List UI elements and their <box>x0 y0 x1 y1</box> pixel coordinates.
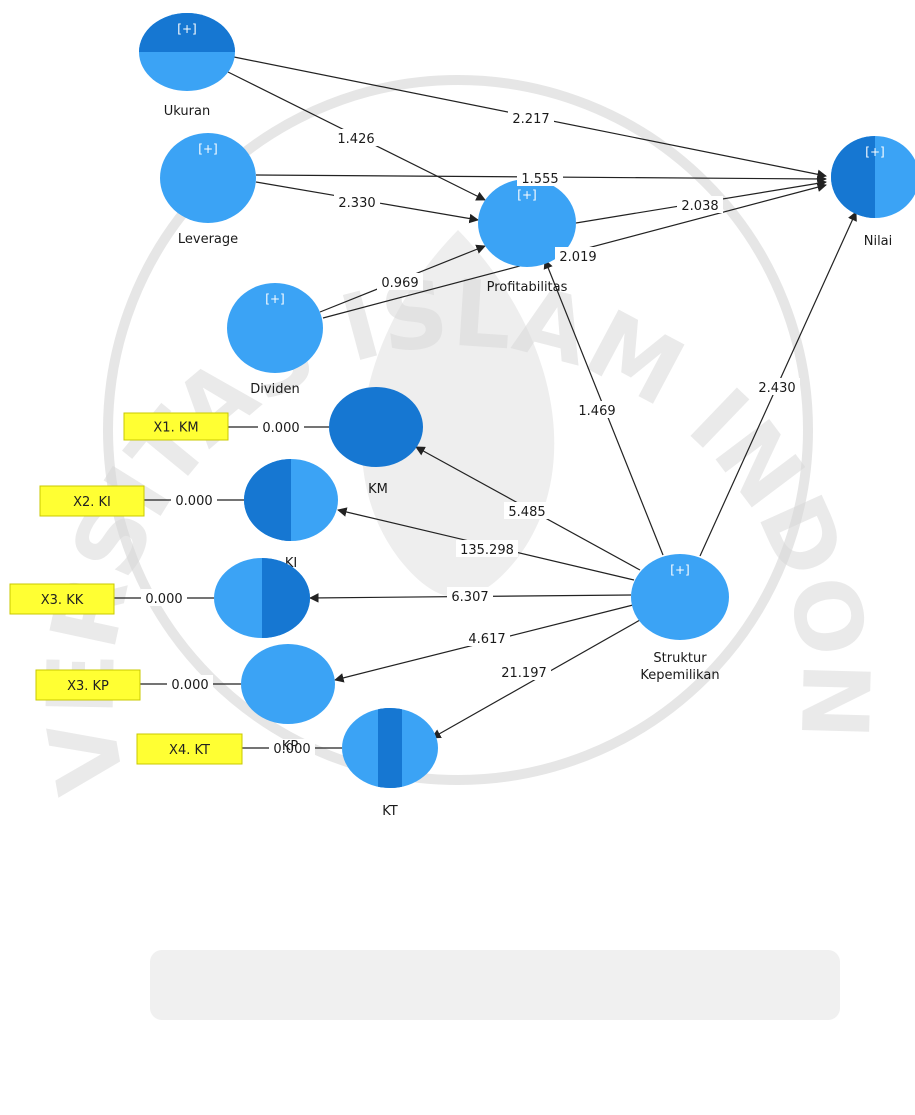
indicator-box-x3k[interactable] <box>9 583 115 615</box>
indicator-box-x1[interactable] <box>123 412 229 441</box>
construct-leverage[interactable]: [+] Leverage <box>160 133 256 247</box>
construct-nilai[interactable]: [+] Nilai <box>831 136 915 249</box>
path-value-bg <box>555 247 601 264</box>
construct-ukuran[interactable]: [+] Ukuran <box>139 13 235 119</box>
construct-shade-ki <box>244 459 291 541</box>
path-value-bg <box>504 502 550 519</box>
watermark-calligraphy <box>150 950 840 1020</box>
construct-label-km: KM <box>368 482 388 497</box>
loading-value-x2: 0.000 <box>175 494 212 509</box>
indicator-label-x3p: X3. KP <box>67 679 109 694</box>
path-value-profitabilitas-nilai: 2.038 <box>681 199 718 214</box>
path-value-struktur-kp: 4.617 <box>468 632 505 647</box>
construct-shade-kk <box>262 558 310 638</box>
path-value-leverage-profitabilitas: 2.330 <box>338 196 375 211</box>
construct-label-profitabilitas: Profitabilitas <box>487 280 568 295</box>
path-value-struktur-km: 5.485 <box>508 505 545 520</box>
construct-label-kt: KT <box>382 804 398 819</box>
path-value-bg <box>447 587 493 604</box>
construct-ki[interactable]: KI <box>244 459 338 571</box>
construct-circle-leverage[interactable] <box>160 133 256 223</box>
path-value-struktur-ki: 135.298 <box>460 543 514 558</box>
construct-kp[interactable]: KP <box>241 644 335 754</box>
construct-label-nilai: Nilai <box>864 234 893 249</box>
indicator-label-x3k: X3. KK <box>41 593 84 608</box>
path-value-struktur-kt: 21.197 <box>501 666 547 681</box>
indicator-label-x2: X2. KI <box>73 495 111 510</box>
path-value-bg <box>508 109 554 126</box>
loading-value-x3p: 0.000 <box>171 678 208 693</box>
path-value-struktur-kk: 6.307 <box>451 590 488 605</box>
loading-value-x3k: 0.000 <box>145 592 182 607</box>
path-value-bg <box>574 401 620 418</box>
node-layer: [+] Ukuran [+] Leverage [+] Dividen [+] Profita… <box>139 13 915 819</box>
path-value-bg <box>517 169 563 186</box>
path-value-bg <box>497 663 551 680</box>
loading-value-x1: 0.000 <box>262 421 299 436</box>
path-value-leverage-nilai: 1.555 <box>521 172 558 187</box>
construct-label-struktur: Kepemilikan <box>640 668 719 683</box>
path-value-dividen-nilai: 2.019 <box>559 250 596 265</box>
expand-icon[interactable]: [+] <box>517 188 536 202</box>
construct-circle-profitabilitas[interactable] <box>478 179 576 267</box>
indicator-label-x1: X1. KM <box>153 421 198 436</box>
path-value-struktur-profitabilitas: 1.469 <box>578 404 615 419</box>
construct-circle-km[interactable] <box>329 387 423 467</box>
path-value-bg <box>464 629 510 646</box>
construct-label-dividen: Dividen <box>250 382 299 397</box>
loading-value-bg <box>269 739 315 756</box>
construct-shade-kt <box>378 708 402 788</box>
loading-value-bg <box>167 675 213 692</box>
construct-dividen[interactable]: [+] Dividen <box>227 283 323 397</box>
watermark-ring <box>103 75 813 785</box>
path-value-struktur-nilai: 2.430 <box>758 381 795 396</box>
path-value-bg <box>677 196 723 213</box>
construct-circle-kp[interactable] <box>241 644 335 724</box>
expand-icon[interactable]: [+] <box>265 292 284 306</box>
construct-circle-struktur[interactable] <box>631 554 729 640</box>
indicator-box-x4[interactable] <box>136 733 243 765</box>
path-value-bg <box>334 193 380 210</box>
construct-kk[interactable] <box>214 558 310 638</box>
expand-icon[interactable]: [+] <box>670 563 689 577</box>
loading-value-bg <box>258 418 304 435</box>
construct-label-struktur: Struktur <box>653 651 707 666</box>
loading-value-bg <box>141 589 187 606</box>
path-value-layer: 2.217 1.426 1.555 2.330 2.038 2.019 0.969 1.469… <box>333 109 800 681</box>
path-value-ukuran-profitabilitas: 1.426 <box>337 132 374 147</box>
construct-circle-dividen[interactable] <box>227 283 323 373</box>
path-value-dividen-profitabilitas: 0.969 <box>381 276 418 291</box>
indicator-label-x4: X4. KT <box>169 743 210 758</box>
construct-label-kp: KP <box>282 739 299 754</box>
expand-icon[interactable]: [+] <box>198 142 217 156</box>
expand-icon[interactable]: [+] <box>865 145 884 159</box>
expand-icon[interactable]: [+] <box>177 22 196 36</box>
path-value-bg <box>377 273 423 290</box>
path-value-bg <box>333 129 379 146</box>
path-value-bg <box>456 540 518 557</box>
loading-value-x4: 0.000 <box>273 742 310 757</box>
construct-kt[interactable]: KT <box>342 708 438 819</box>
construct-label-leverage: Leverage <box>178 232 238 247</box>
construct-profitabilitas[interactable]: [+] Profitabilitas <box>478 179 576 295</box>
loading-value-bg <box>171 491 217 508</box>
indicator-box-x3p[interactable] <box>35 669 141 701</box>
path-value-ukuran-nilai: 2.217 <box>512 112 549 127</box>
construct-label-ukuran: Ukuran <box>164 104 210 119</box>
construct-km[interactable]: KM <box>329 387 423 497</box>
indicator-box-x2[interactable] <box>39 485 145 517</box>
path-value-bg <box>754 378 800 395</box>
